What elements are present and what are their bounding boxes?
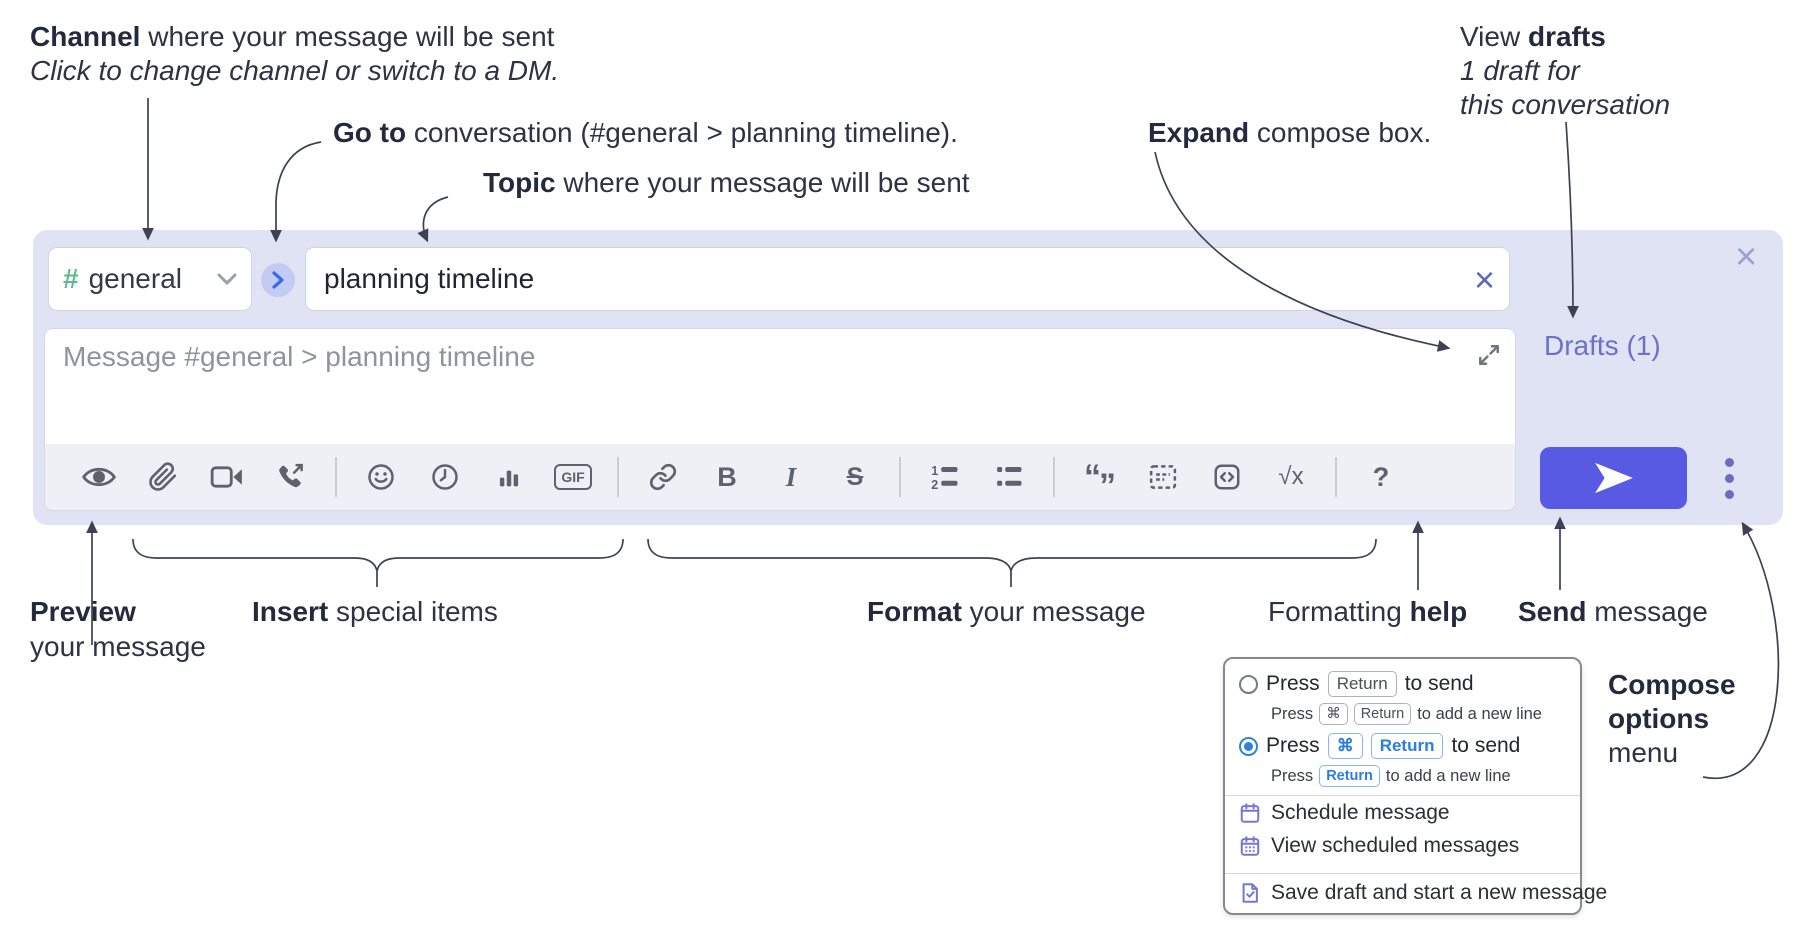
- preview-annotation: Preview: [30, 596, 136, 627]
- link-icon[interactable]: [643, 455, 683, 499]
- math-icon[interactable]: √x: [1278, 463, 1304, 490]
- channel-name: general: [88, 263, 182, 294]
- spoiler-icon[interactable]: [1143, 455, 1183, 499]
- calendar-grid-icon: [1239, 835, 1261, 857]
- toolbar-divider: [617, 457, 619, 497]
- cmd-enter-sends-option-sub: Press Return to add a new line: [1271, 765, 1511, 787]
- insert-annotation: Insert special items: [252, 596, 498, 627]
- formatting-help-icon[interactable]: ?: [1372, 461, 1390, 492]
- cmd-key-chip: ⌘: [1319, 703, 1348, 725]
- compose-box: # general planning timeline × × Message …: [33, 230, 1783, 525]
- return-key-chip: Return: [1353, 703, 1412, 725]
- compose-options-menu-button[interactable]: [1709, 458, 1749, 499]
- chevron-right-icon: [271, 271, 285, 289]
- bulleted-list-icon[interactable]: [989, 455, 1029, 499]
- save-draft-item[interactable]: Save draft and start a new message: [1239, 881, 1607, 905]
- channel-selector-button[interactable]: # general: [48, 247, 252, 311]
- compose-options-annotation-line2: options: [1608, 703, 1710, 734]
- drafts-link[interactable]: Drafts (1): [1544, 330, 1661, 361]
- bold-icon[interactable]: B: [717, 461, 737, 492]
- poll-icon[interactable]: [489, 455, 529, 499]
- chevron-down-icon: [217, 273, 237, 285]
- toolbar-divider: [899, 457, 901, 497]
- toolbar-divider: [335, 457, 337, 497]
- menu-divider: [1225, 795, 1580, 796]
- radio-unselected-icon[interactable]: [1239, 674, 1258, 694]
- schedule-message-item[interactable]: Schedule message: [1239, 801, 1450, 825]
- toolbar-divider: [1053, 457, 1055, 497]
- compose-options-annotation: Compose: [1608, 669, 1736, 700]
- goto-arrow: [270, 141, 322, 243]
- compose-options-menu: Press Return to send Press ⌘ Return to a…: [1223, 657, 1607, 915]
- gif-icon[interactable]: GIF: [553, 455, 593, 499]
- drafts-annotation: View drafts: [1460, 21, 1606, 52]
- enter-sends-option-sub: Press ⌘ Return to add a new line: [1271, 703, 1542, 725]
- svg-text:1: 1: [931, 464, 938, 478]
- italic-icon[interactable]: I: [785, 461, 797, 492]
- menu-divider: [1225, 873, 1580, 874]
- emoji-icon[interactable]: [361, 455, 401, 499]
- topic-annotation: Topic where your message will be sent: [483, 167, 970, 198]
- expand-annotation: Expand compose box.: [1148, 117, 1432, 148]
- send-plane-icon: [1591, 461, 1637, 495]
- channel-annotation-sub: Click to change channel or switch to a D…: [30, 55, 560, 86]
- drafts-annotation-sub2: this conversation: [1460, 89, 1671, 120]
- return-key-chip: Return: [1319, 765, 1380, 787]
- compose-options-annotation-line3: menu: [1608, 737, 1679, 768]
- preview-annotation-line2: your message: [30, 631, 206, 662]
- close-compose-icon[interactable]: ×: [1735, 236, 1758, 278]
- draft-document-icon: [1239, 882, 1261, 904]
- code-icon[interactable]: [1207, 455, 1247, 499]
- calendar-icon: [1239, 802, 1261, 824]
- expand-compose-icon[interactable]: [1475, 341, 1503, 369]
- view-scheduled-messages-item[interactable]: View scheduled messages: [1239, 834, 1519, 858]
- go-to-conversation-button[interactable]: [261, 263, 295, 297]
- format-annotation: Format your message: [867, 596, 1146, 627]
- enter-sends-option[interactable]: Press Return to send: [1239, 671, 1474, 697]
- preview-eye-icon[interactable]: [79, 455, 119, 499]
- attach-file-icon[interactable]: [143, 455, 183, 499]
- topic-input[interactable]: planning timeline ×: [305, 247, 1510, 311]
- clear-topic-icon[interactable]: ×: [1473, 259, 1495, 300]
- topic-value: planning timeline: [324, 263, 535, 294]
- strikethrough-icon[interactable]: S: [846, 462, 864, 491]
- channel-hash-icon: #: [63, 263, 79, 294]
- toolbar-divider: [1335, 457, 1337, 497]
- goto-annotation: Go to conversation (#general > planning …: [333, 117, 958, 148]
- send-annotation: Send message: [1518, 596, 1708, 627]
- channel-annotation: Channel where your message will be sent: [30, 21, 555, 52]
- return-key-chip: Return: [1370, 733, 1444, 759]
- formatting-help-annotation: Formatting help: [1268, 596, 1468, 627]
- video-call-icon[interactable]: [207, 455, 247, 499]
- quote-icon[interactable]: “”: [1084, 458, 1116, 505]
- insert-brace: [132, 538, 624, 587]
- options-arrow: [1702, 521, 1780, 780]
- return-key-chip: Return: [1327, 671, 1397, 697]
- svg-text:2: 2: [931, 478, 938, 492]
- message-input[interactable]: Message #general > planning timeline: [63, 341, 536, 372]
- format-brace: [647, 538, 1377, 587]
- audio-call-icon[interactable]: [271, 455, 311, 499]
- drafts-annotation-sub1: 1 draft for: [1460, 55, 1580, 86]
- radio-selected-icon[interactable]: [1239, 736, 1258, 756]
- cmd-key-chip: ⌘: [1327, 733, 1363, 759]
- send-button[interactable]: [1540, 447, 1687, 509]
- cmd-enter-sends-option[interactable]: Press ⌘ Return to send: [1239, 733, 1520, 759]
- schedule-time-icon[interactable]: [425, 455, 465, 499]
- message-panel: Message #general > planning timeline: [44, 328, 1516, 511]
